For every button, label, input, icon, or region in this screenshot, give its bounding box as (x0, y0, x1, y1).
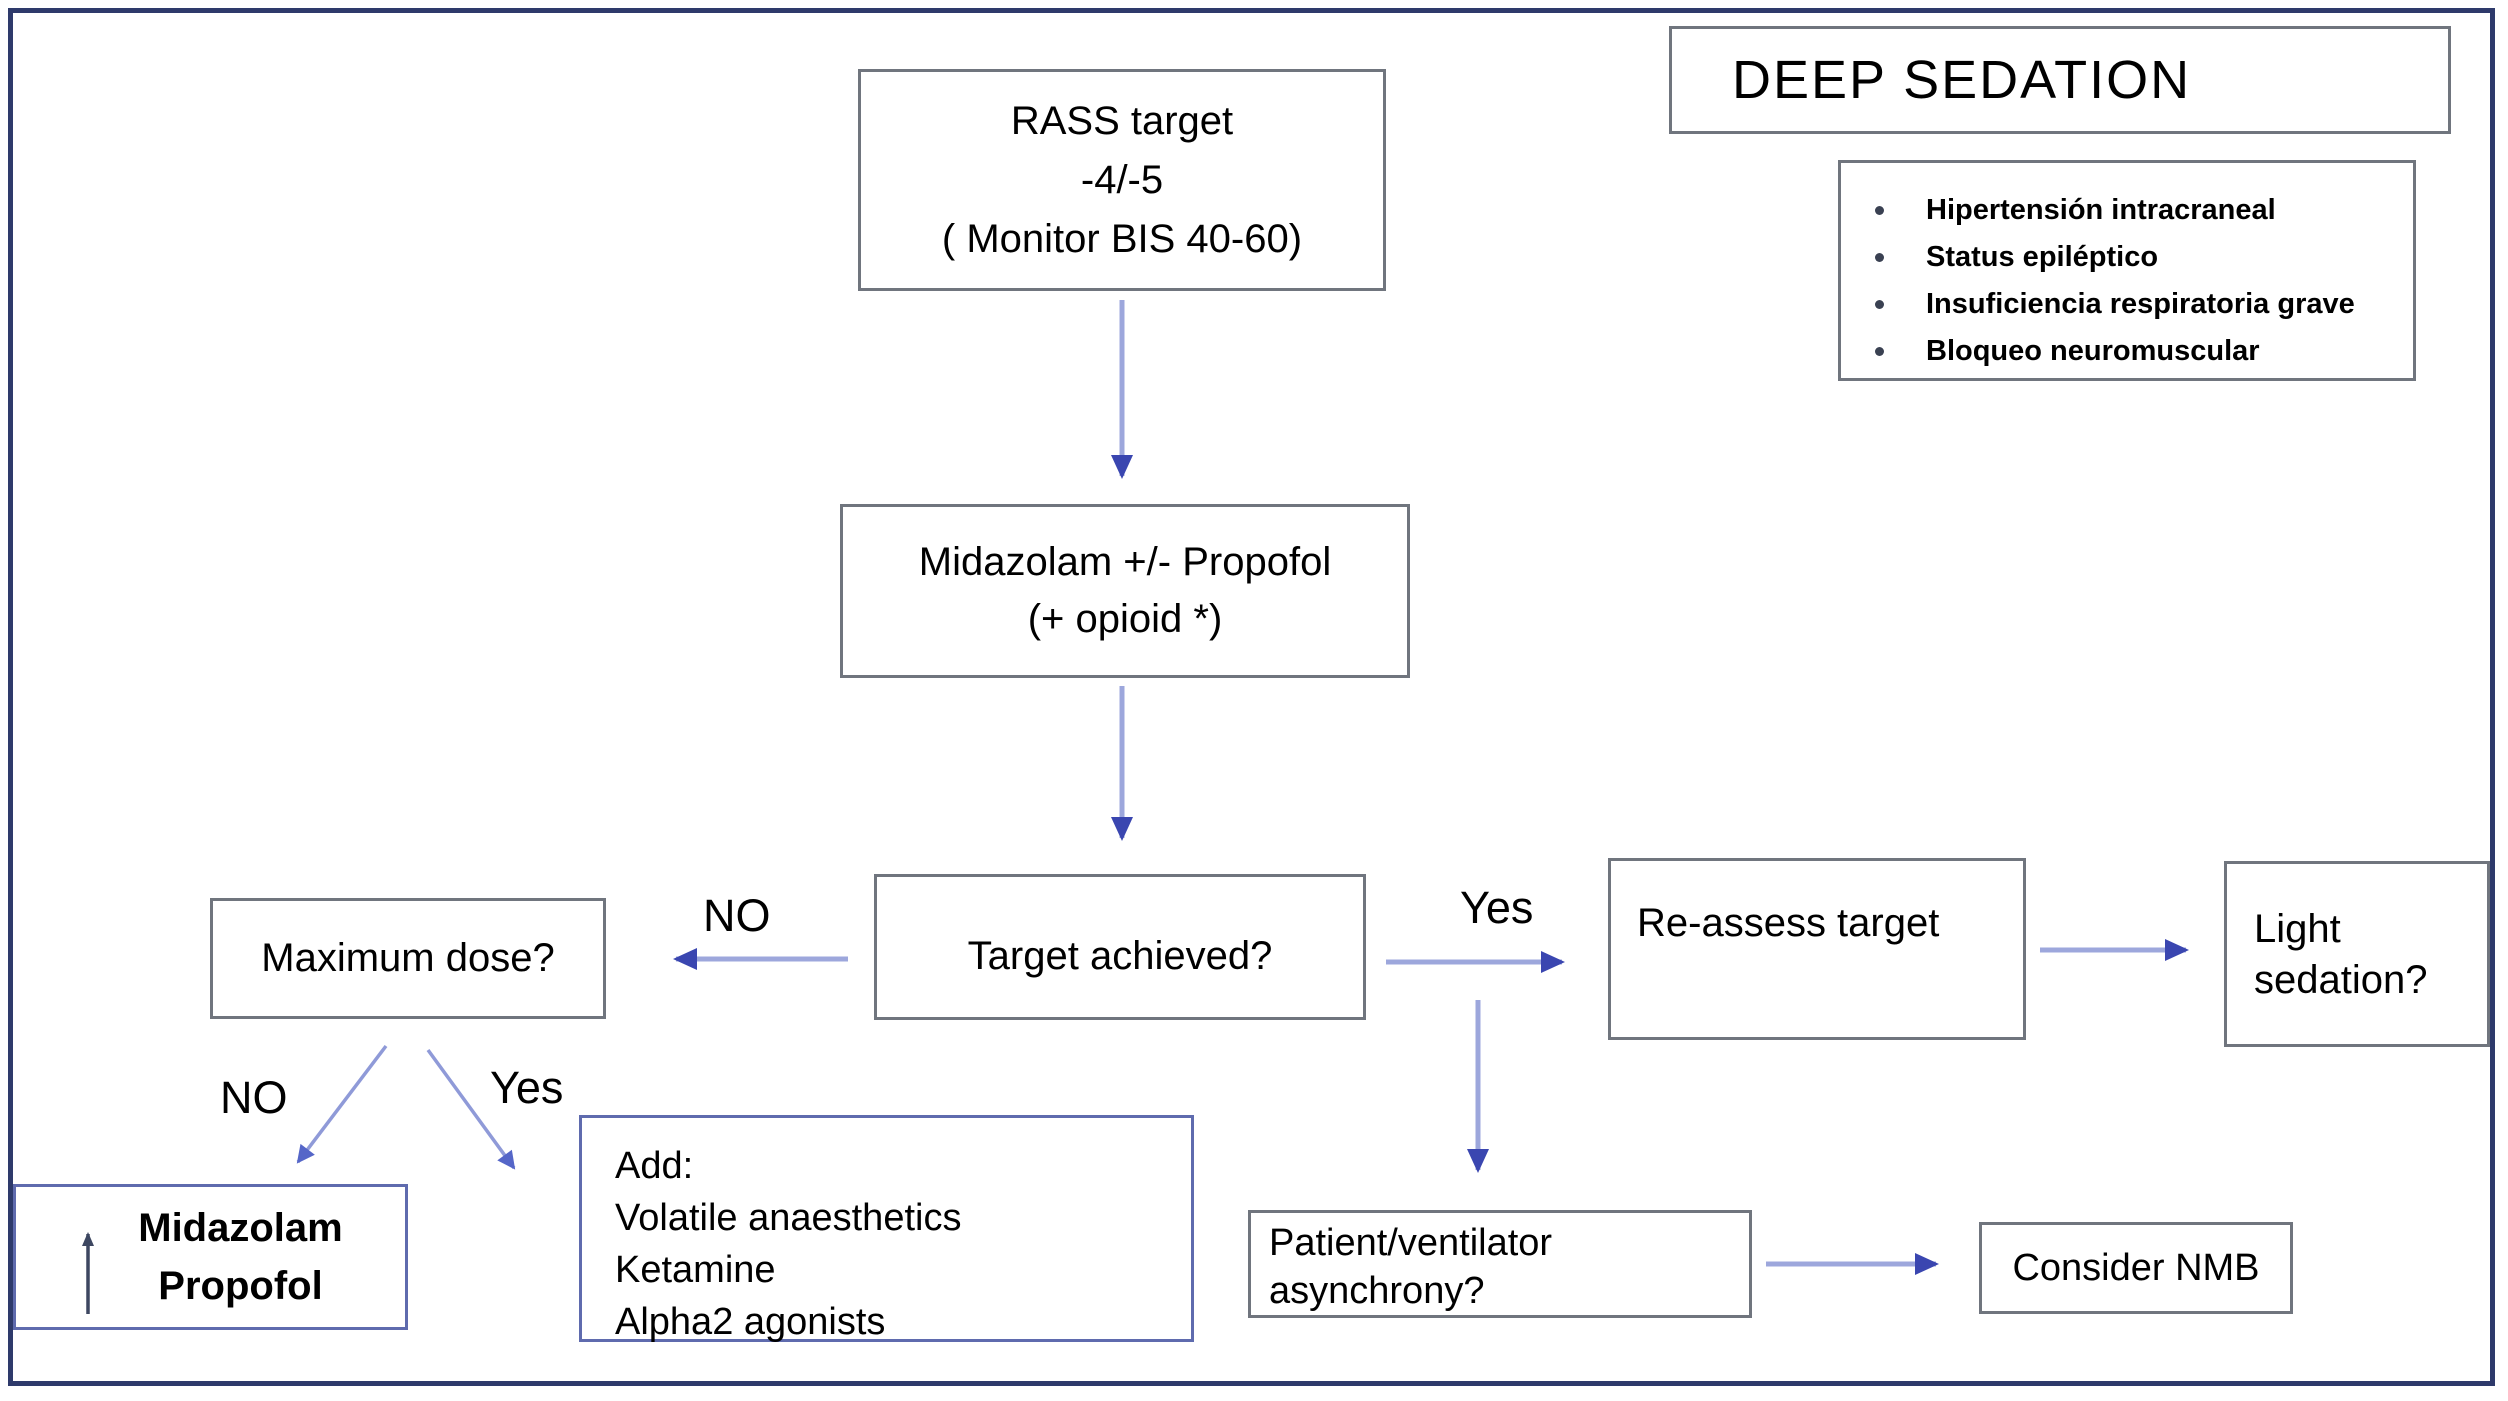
edge-label-yes: Yes (1460, 882, 1534, 933)
list-item: Hipertensión intracraneal (1863, 187, 2403, 234)
node-sedatives: Midazolam +/- Propofol (+ opioid *) (840, 504, 1410, 678)
node-text: (+ opioid *) (1027, 597, 1223, 641)
node-text: Target achieved? (967, 933, 1273, 978)
node-text: Consider NMB (2012, 1246, 2260, 1289)
node-text: Midazolam (138, 1206, 343, 1250)
node-text: Re-assess target (1637, 901, 1940, 945)
title-box: DEEP SEDATION (1669, 26, 2451, 134)
node-light-sedation: Light sedation? (2224, 861, 2490, 1047)
node-increase-sedatives: Midazolam Propofol (13, 1184, 408, 1330)
node-text: Ketamine (615, 1249, 776, 1291)
indication-label: Bloqueo neuromuscular (1926, 335, 2260, 367)
node-text: Add: (615, 1145, 694, 1187)
node-text: Propofol (158, 1264, 323, 1308)
node-text: Volatile anaesthetics (615, 1197, 962, 1239)
edge-label-yes: Yes (490, 1062, 564, 1113)
edge-label-no: NO (703, 890, 771, 941)
node-text: Patient/ventilator (1269, 1222, 1553, 1264)
node-pv-asynchrony: Patient/ventilator asynchrony? (1248, 1210, 1752, 1318)
bullet-icon (1875, 206, 1884, 215)
node-text: RASS target (1010, 98, 1234, 143)
node-text: -4/-5 (1080, 157, 1164, 202)
node-rass-target: RASS target -4/-5 ( Monitor BIS 40-60) (858, 69, 1386, 291)
node-text: sedation? (2254, 958, 2428, 1002)
bullet-icon (1875, 347, 1884, 356)
node-consider-nmb: Consider NMB (1979, 1222, 2293, 1314)
list-item: Status epiléptico (1863, 234, 2403, 281)
page-title: DEEP SEDATION (1732, 50, 2192, 110)
node-text: Midazolam +/- Propofol (918, 540, 1332, 584)
node-text: Alpha2 agonists (615, 1301, 886, 1343)
indication-label: Hipertensión intracraneal (1926, 194, 2276, 226)
node-text: asynchrony? (1269, 1270, 1485, 1312)
node-reassess-target: Re-assess target (1608, 858, 2026, 1040)
node-text: Light (2254, 907, 2341, 951)
node-maximum-dose: Maximum dose? (210, 898, 606, 1019)
indication-label: Status epiléptico (1926, 241, 2159, 273)
edge-label-no: NO (220, 1072, 288, 1123)
indication-label: Insuficiencia respiratoria grave (1926, 288, 2355, 320)
node-text: Maximum dose? (261, 936, 555, 980)
node-add-agents: Add: Volatile anaesthetics Ketamine Alph… (579, 1115, 1194, 1343)
list-item: Bloqueo neuromuscular (1863, 328, 2403, 375)
node-target-achieved: Target achieved? (874, 874, 1366, 1020)
indications-box: Hipertensión intracraneal Status epilépt… (1838, 160, 2416, 381)
bullet-icon (1875, 300, 1884, 309)
bullet-icon (1875, 253, 1884, 262)
outer-border (8, 8, 2495, 1386)
node-text: ( Monitor BIS 40-60) (941, 216, 1303, 261)
list-item: Insuficiencia respiratoria grave (1863, 281, 2403, 328)
